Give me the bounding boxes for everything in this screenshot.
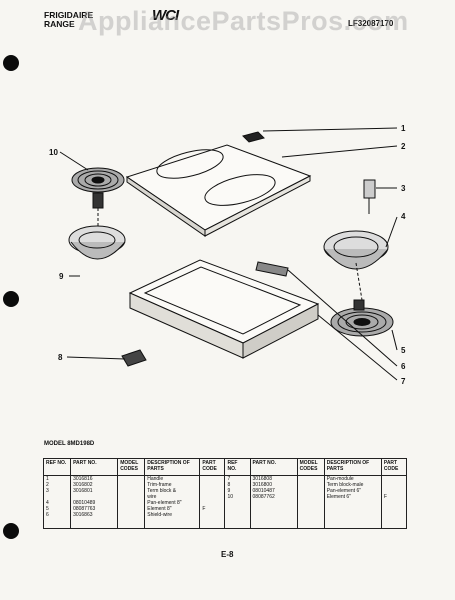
document-model-code: LF32087170 (348, 19, 394, 28)
col-ref-no: REF NO. (42, 458, 72, 476)
callout-7: 7 (401, 377, 406, 386)
table-cell-part-r (249, 500, 298, 506)
col-model-codes: MODEL CODES (117, 458, 146, 476)
table-cell-part-r (249, 506, 298, 512)
table-cell-part-l: 3016863 (70, 512, 119, 529)
table-cell-part-r: 08010487 (249, 488, 298, 494)
table-cell-part-l: 3016801 (70, 488, 119, 494)
callout-3: 3 (401, 184, 406, 193)
table-cell-part-l: 3016802 (70, 482, 119, 488)
table-cell-empty (296, 512, 325, 529)
table-cell-code-r (380, 506, 408, 512)
callout-2: 2 (401, 142, 406, 151)
table-cell-desc-l: Term block & (144, 488, 201, 494)
term-block-male-part (121, 349, 147, 367)
col-description: DESCRIPTION OF PARTS (144, 458, 201, 476)
handle-part (242, 131, 265, 143)
callout-8: 8 (58, 353, 63, 362)
col-model-codes: MODEL CODES (296, 458, 325, 476)
trim-frame-outline (125, 144, 312, 231)
shield-wire-part (255, 261, 289, 277)
parts-table: REF NO. PART NO. MODEL CODES DESCRIPTION… (42, 458, 408, 529)
table-cell-ref-r (224, 512, 251, 529)
table-cell-code-r: F (380, 494, 408, 500)
table-cell-part-l: 08010489 (70, 500, 119, 506)
table-cell-desc-l: Element 8" (144, 506, 201, 512)
exploded-parts-diagram (59, 127, 398, 381)
table-cell-code-r (380, 512, 408, 529)
table-cell-code-r (380, 488, 408, 494)
table-cell-part-l: 08087763 (70, 506, 119, 512)
col-part-code: PART CODE (199, 458, 226, 476)
table-cell-code-l (199, 512, 226, 529)
table-cell-part-l (70, 494, 119, 500)
table-cell-desc-l: Shield-wire (144, 512, 201, 529)
callout-9: 9 (59, 272, 64, 281)
binder-hole (3, 55, 19, 71)
model-label: MODEL 8MD198D (44, 441, 95, 447)
table-cell-part-r: 08087762 (249, 494, 298, 500)
frame-opening-large (156, 149, 224, 179)
table-cell-part-r: 3016808 (249, 475, 298, 482)
callout-6: 6 (401, 362, 406, 371)
table-cell-desc-l: Handle (144, 475, 201, 482)
page-number: E-8 (221, 550, 234, 559)
brand-line2: RANGE (44, 19, 75, 29)
binder-hole (3, 291, 19, 307)
table-cell-desc-l: Pan-element 8" (144, 500, 201, 506)
table-cell-desc-l: wire (144, 494, 201, 500)
table-cell-part-r: 3016800 (249, 482, 298, 488)
table-cell-desc-r (323, 512, 382, 529)
table-cell-ref-l: 6 (42, 512, 72, 529)
frame-opening-small (204, 174, 276, 206)
callout-10: 10 (49, 148, 58, 157)
brand-line1: FRIGIDAIRE (44, 10, 94, 20)
term-block-part (363, 179, 376, 199)
table-cell-empty (117, 512, 146, 529)
callout-4: 4 (401, 212, 406, 221)
binder-hole (3, 523, 19, 539)
table-cell-code-r (380, 500, 408, 506)
table-cell-code-r (380, 475, 408, 482)
col-part-no: PART NO. (249, 458, 298, 476)
manufacturer-logo: WCI (152, 7, 179, 24)
table-cell-desc-l: Trim-frame (144, 482, 201, 488)
col-ref-no: REF NO. (224, 458, 251, 476)
watermark: AppliancePartsPros.com (78, 6, 409, 36)
col-part-no: PART NO. (70, 458, 119, 476)
table-cell-part-l: 3016816 (70, 475, 119, 482)
callout-5: 5 (401, 346, 406, 355)
table-cell-part-r (249, 512, 298, 529)
callout-1: 1 (401, 124, 406, 133)
brand-block: FRIGIDAIRE RANGE (44, 11, 93, 29)
col-description: DESCRIPTION OF PARTS (323, 458, 382, 476)
col-part-code: PART CODE (380, 458, 408, 476)
table-cell-code-r (380, 482, 408, 488)
parts-table-header: REF NO. PART NO. MODEL CODES DESCRIPTION… (42, 458, 408, 476)
